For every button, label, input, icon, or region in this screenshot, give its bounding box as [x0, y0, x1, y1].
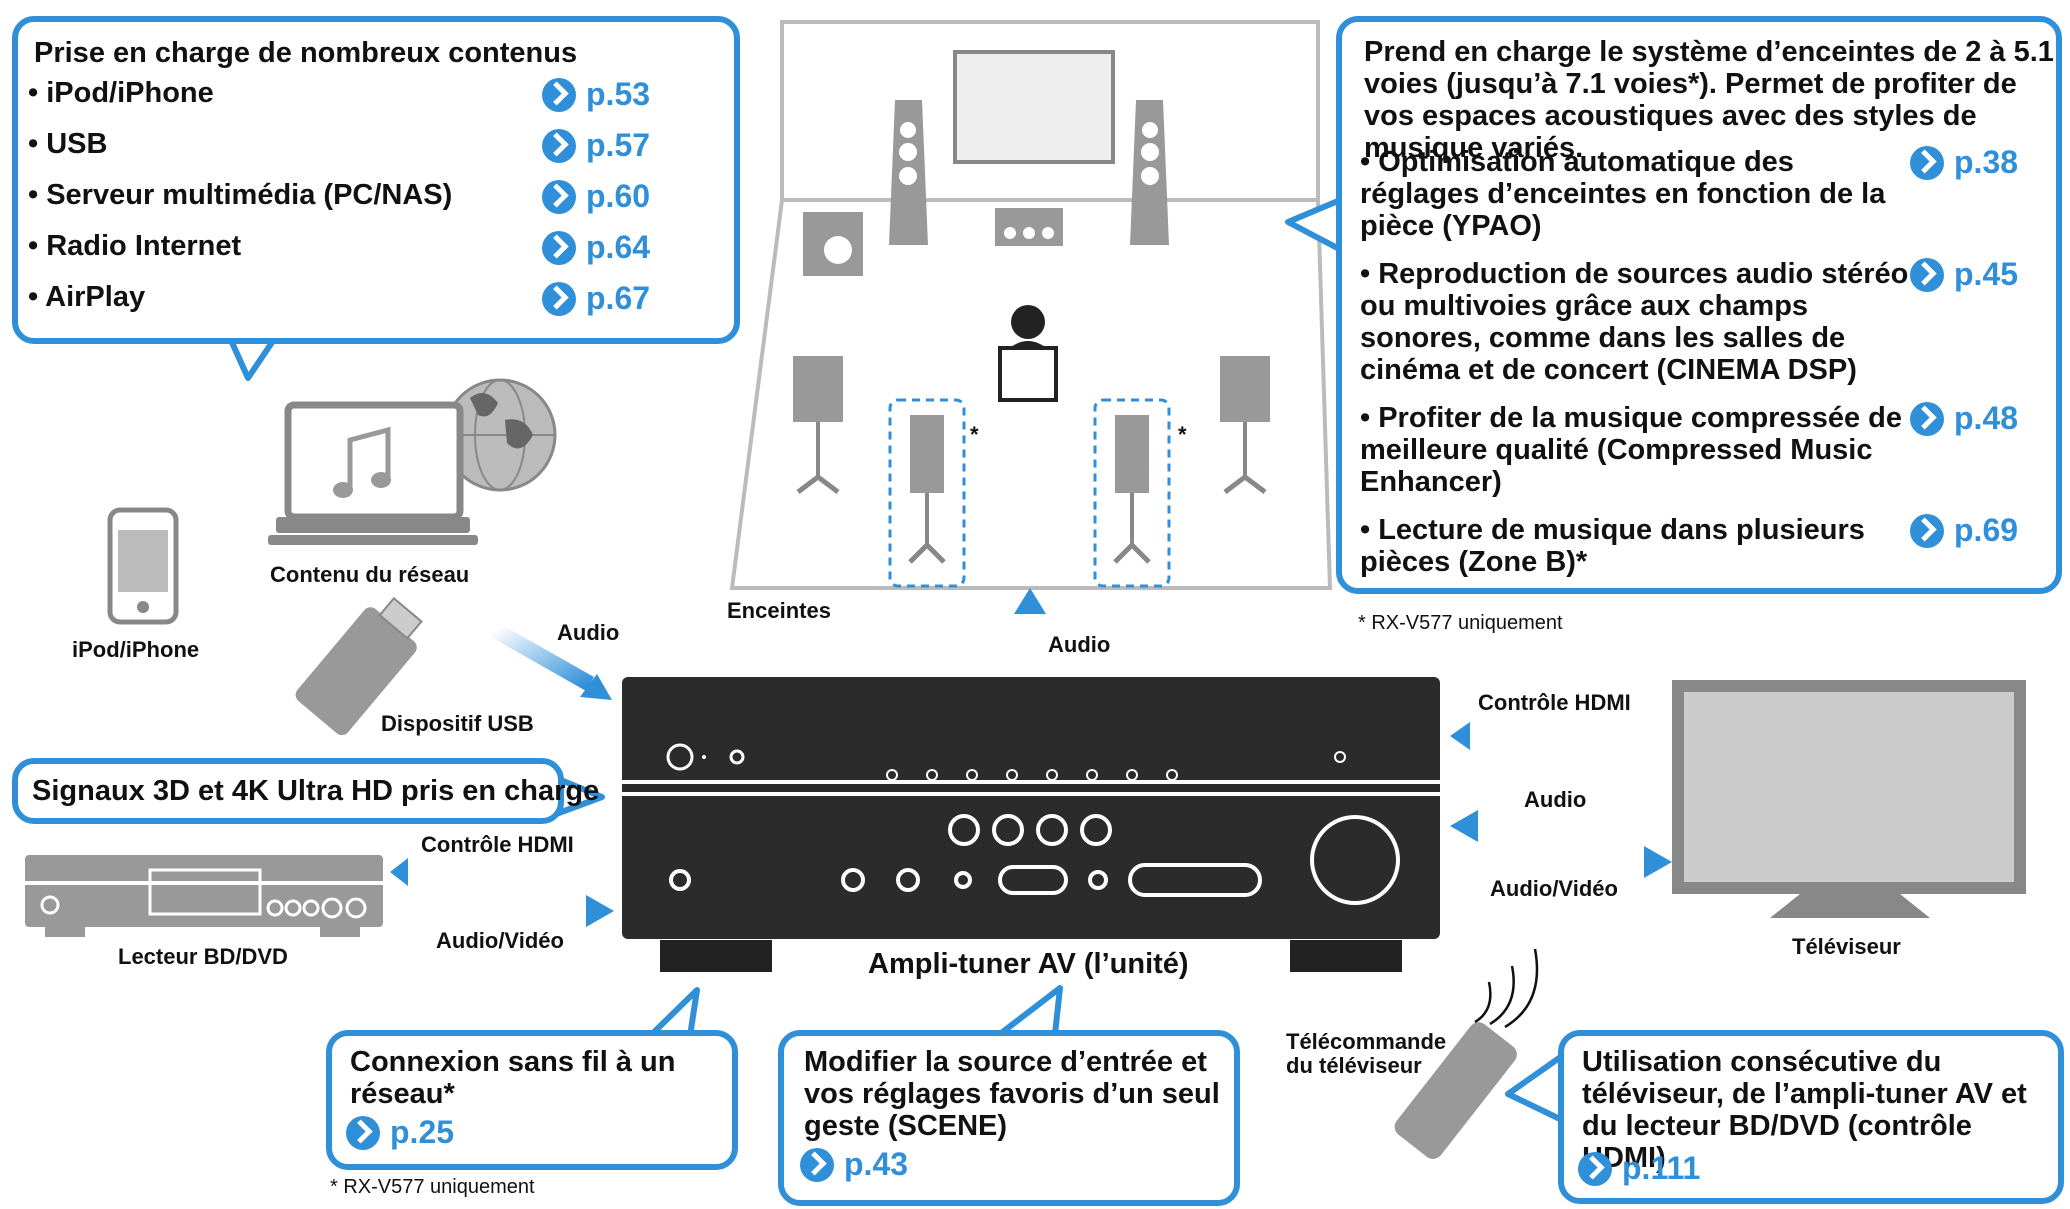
label-bd-player: Lecteur BD/DVD [118, 944, 288, 969]
ref-media-server[interactable]: p.60 [542, 178, 650, 215]
content-item-airplay: • AirPlay [28, 281, 146, 313]
ref-ypao[interactable]: p.38 [1910, 144, 2018, 181]
arrow-icon [542, 128, 576, 163]
ref-wireless[interactable]: p.25 [346, 1114, 454, 1151]
arrow-icon [1910, 401, 1944, 436]
content-item-media-server: • Serveur multimédia (PC/NAS) [28, 179, 453, 211]
tv-icon [1672, 680, 2026, 918]
arrow-icon [1910, 513, 1944, 548]
label-hdmi-control-tv: Contrôle HDMI [1478, 690, 1631, 715]
ref-scene[interactable]: p.43 [800, 1146, 908, 1183]
content-support-title: Prise en charge de nombreux contenus [34, 37, 578, 69]
hdmi-control-box: Utilisation consécutive du téléviseur, d… [1558, 1030, 2064, 1204]
label-receiver: Ampli-tuner AV (l’unité) [868, 948, 1189, 980]
label-tv: Téléviseur [1792, 934, 1901, 959]
ref-hdmi-control[interactable]: p.111 [1578, 1150, 1700, 1187]
wireless-text: Connexion sans fil à un réseau* [350, 1046, 676, 1110]
label-hdmi-control-bd: Contrôle HDMI [421, 832, 574, 857]
label-network-content: Contenu du réseau [270, 562, 470, 587]
signals-text: Signaux 3D et 4K Ultra HD pris en charge [32, 775, 600, 807]
ref-usb[interactable]: p.57 [542, 127, 650, 164]
network-content-icon [268, 378, 557, 545]
speaker-item-zone-b: • Lecture de musique dans plusieurs pièc… [1360, 514, 1865, 578]
wireless-footnote: * RX-V577 uniquement [330, 1176, 535, 1198]
ref-ipod[interactable]: p.53 [542, 76, 650, 113]
bd-dvd-player-icon [25, 855, 383, 937]
arrow-icon [800, 1147, 834, 1182]
wireless-network-box: Connexion sans fil à un réseau* [326, 1030, 738, 1170]
arrow-icon [542, 230, 576, 265]
arrow-icon [542, 77, 576, 112]
tv-remote-icon [1394, 948, 1539, 1159]
scene-text: Modifier la source d’entrée et vos régla… [804, 1046, 1220, 1142]
label-star-left: * [970, 422, 979, 447]
label-ipod: iPod/iPhone [72, 637, 200, 662]
speaker-item-ypao: • Optimisation automatique des réglages … [1360, 146, 1886, 242]
speaker-room [729, 20, 1333, 590]
content-support-box: Prise en charge de nombreux contenus [12, 16, 740, 344]
scene-box: Modifier la source d’entrée et vos régla… [778, 1030, 1240, 1206]
arrow-icon [1910, 145, 1944, 180]
arrow-icon [1910, 257, 1944, 292]
content-item-ipod: • iPod/iPhone [28, 77, 214, 109]
av-receiver-icon [622, 677, 1440, 972]
arrow-icon [1578, 1151, 1612, 1186]
arrow-icon [346, 1115, 380, 1150]
ref-cinema-dsp[interactable]: p.45 [1910, 256, 2018, 293]
signals-3d-4k-box: Signaux 3D et 4K Ultra HD pris en charge [12, 758, 599, 824]
label-usb-device: Dispositif USB [381, 711, 534, 736]
ref-zone-b[interactable]: p.69 [1910, 512, 2018, 549]
ref-airplay[interactable]: p.67 [542, 280, 650, 317]
speaker-footnote: * RX-V577 uniquement [1358, 612, 1563, 634]
content-item-radio: • Radio Internet [28, 230, 242, 262]
ref-compressed-music[interactable]: p.48 [1910, 400, 2018, 437]
arrow-icon [542, 179, 576, 214]
ipod-iphone-icon [107, 507, 179, 625]
label-audio-video-tv: Audio/Vidéo [1490, 876, 1618, 901]
usb-device-icon [295, 596, 423, 736]
speaker-system-box: Prend en charge le système d’enceintes d… [1336, 16, 2062, 594]
label-audio-tv: Audio [1524, 787, 1587, 812]
hdmi-control-text: Utilisation consécutive du téléviseur, d… [1582, 1046, 2027, 1174]
label-speakers: Enceintes [727, 598, 831, 623]
label-star-right: * [1178, 422, 1187, 447]
content-item-usb: • USB [28, 128, 108, 160]
speaker-item-cinema-dsp: • Reproduction de sources audio stéréo o… [1360, 258, 1909, 386]
label-tv-remote: Télécommande du téléviseur [1286, 1029, 1447, 1078]
arrow-icon [542, 281, 576, 316]
label-audio-video-bd: Audio/Vidéo [436, 928, 564, 953]
speaker-item-compressed-music: • Profiter de la musique compressée de m… [1360, 402, 1903, 498]
label-audio-out: Audio [1048, 632, 1111, 657]
ref-radio[interactable]: p.64 [542, 229, 650, 266]
label-audio-in: Audio [557, 620, 620, 645]
speaker-system-intro: Prend en charge le système d’enceintes d… [1364, 36, 2054, 164]
